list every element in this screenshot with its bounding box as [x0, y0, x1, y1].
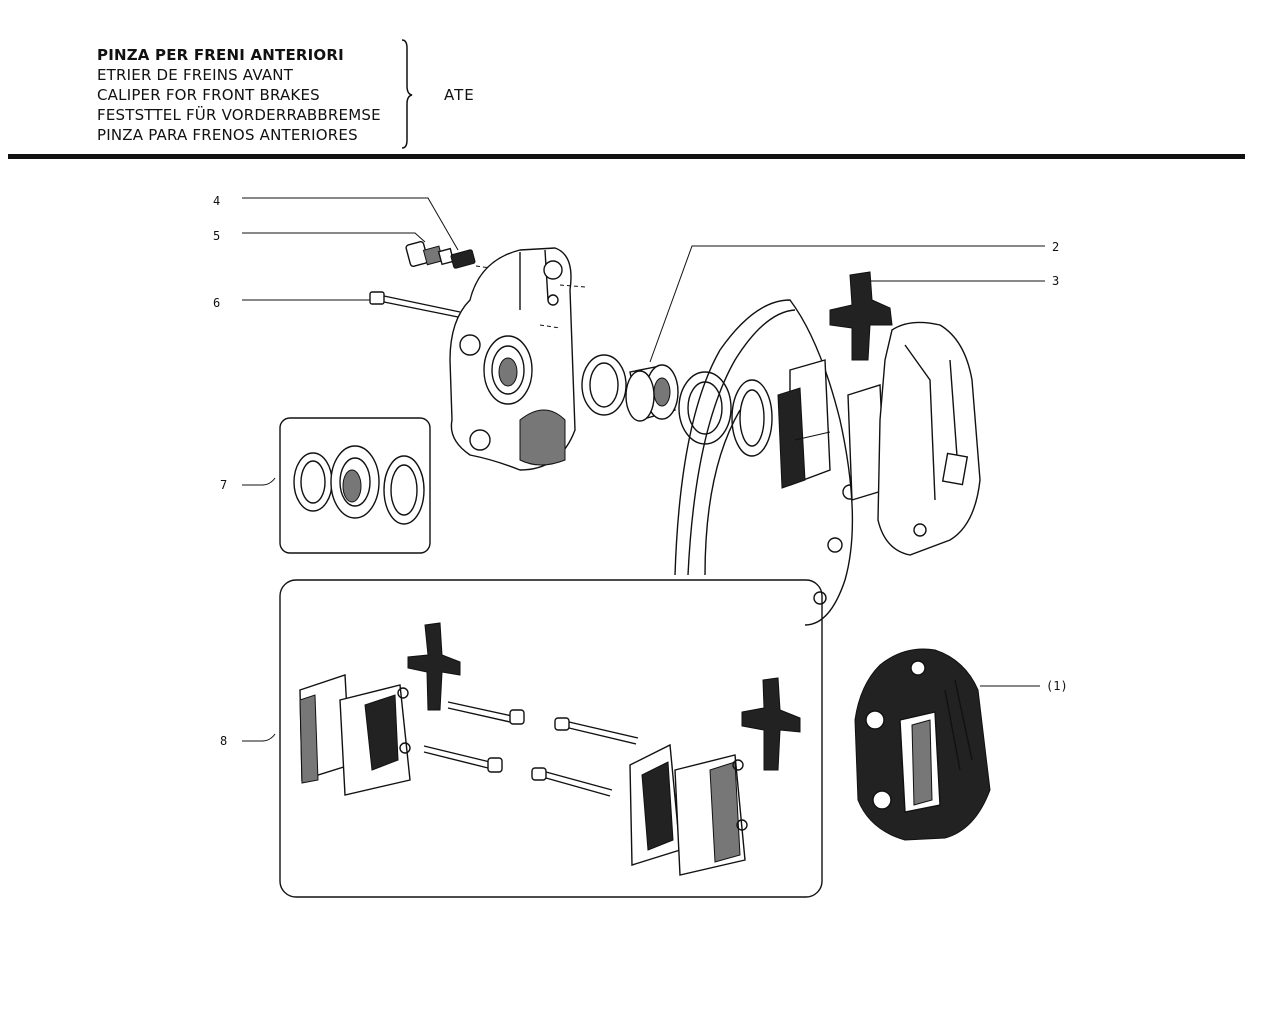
pad-kit-box: [279, 579, 823, 898]
callout-3: 3: [1052, 274, 1059, 288]
title-german: FESTSTTEL FÜR VORDERRABBREMSE: [97, 106, 381, 124]
retaining-pin: [369, 291, 461, 318]
callout-1: (1): [1046, 679, 1068, 693]
leader-lines: [242, 197, 1045, 742]
piston: [625, 364, 679, 422]
callout-4: 4: [213, 194, 220, 208]
title-french: ETRIER DE FREINS AVANT: [97, 66, 294, 84]
brake-pad-assembled: [777, 359, 886, 501]
callout-2: 2: [1052, 240, 1059, 254]
pad-pins: [423, 701, 639, 797]
callout-6: 6: [213, 296, 220, 310]
caliper-half-left: [449, 247, 586, 471]
seal-kit-box: [279, 417, 431, 554]
title-block: PINZA PER FRENI ANTERIORI ETRIER DE FREI…: [97, 45, 381, 145]
title-brace: [401, 39, 413, 149]
title-italian: PINZA PER FRENI ANTERIORI: [97, 46, 344, 64]
piston-seal: [581, 354, 627, 416]
dust-boot: [678, 371, 773, 457]
anti-rattle-spring: [829, 271, 893, 361]
title-spanish: PINZA PARA FRENOS ANTERIORES: [97, 126, 358, 144]
title-english: CALIPER FOR FRONT BRAKES: [97, 86, 320, 104]
callout-5: 5: [213, 229, 220, 243]
callout-7: 7: [220, 478, 227, 492]
brake-disc: [674, 299, 858, 626]
caliper-half-right: [877, 321, 981, 556]
header-divider: [8, 154, 1245, 159]
callout-8: 8: [220, 734, 227, 748]
bleed-screw: [405, 241, 521, 273]
caliper-assembly: [854, 648, 991, 841]
manufacturer-label: ATE: [444, 86, 475, 104]
